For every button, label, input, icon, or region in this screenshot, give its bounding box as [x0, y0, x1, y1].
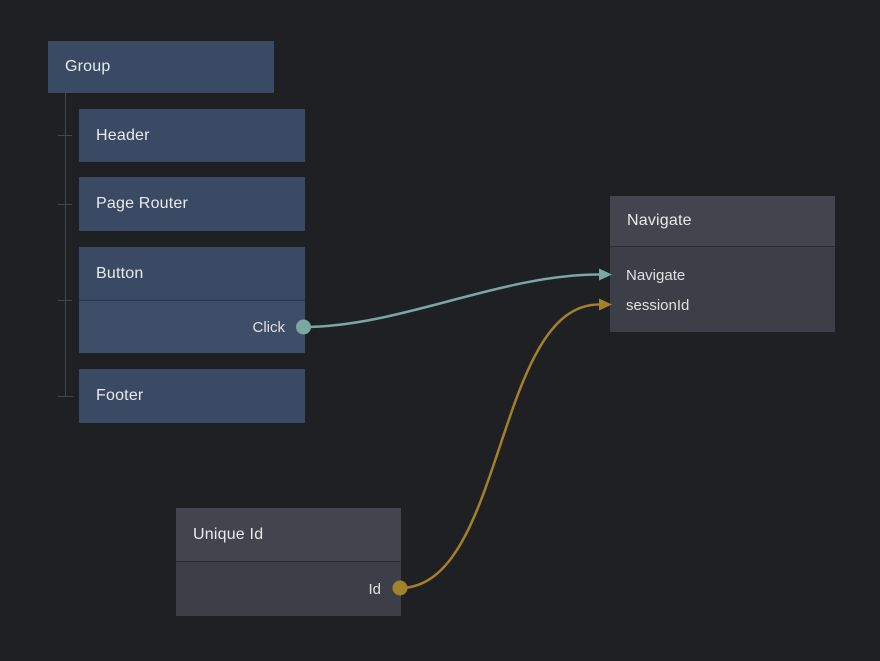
hierarchy-tree-line	[58, 93, 73, 397]
node-page-router[interactable]: Page Router	[79, 177, 305, 231]
node-page-router-title: Page Router	[96, 195, 189, 212]
connection-id-to-sessionid[interactable]	[399, 298, 612, 590]
output-port-click-label: Click	[252, 318, 286, 336]
input-port-sessionid-label: sessionId	[626, 296, 690, 314]
node-unique-id[interactable]: Unique Id Id	[176, 508, 401, 616]
input-port-navigate-label: Navigate	[626, 266, 686, 284]
output-port-id[interactable]: Id	[176, 562, 401, 616]
node-navigate[interactable]: Navigate Navigate sessionId	[610, 196, 835, 332]
node-unique-id-title: Unique Id	[193, 525, 264, 543]
node-button[interactable]: Button Click	[79, 247, 305, 353]
node-header[interactable]: Header	[79, 109, 305, 162]
node-group[interactable]: Group	[48, 41, 274, 93]
output-port-id-label: Id	[368, 580, 381, 598]
input-port-navigate[interactable]: Navigate	[610, 260, 835, 290]
node-button-ports: Click	[79, 300, 305, 353]
input-port-sessionid[interactable]: sessionId	[610, 290, 835, 320]
output-port-click[interactable]: Click	[79, 301, 305, 353]
node-header-title: Header	[96, 126, 150, 144]
connection-click-to-navigate[interactable]	[303, 268, 613, 329]
node-footer-title: Footer	[96, 387, 144, 404]
node-navigate-ports: Navigate sessionId	[610, 246, 835, 332]
node-button-title: Button	[96, 264, 144, 282]
node-navigate-title: Navigate	[627, 212, 692, 229]
node-unique-id-ports: Id	[176, 561, 401, 616]
node-footer[interactable]: Footer	[79, 369, 305, 423]
node-group-title: Group	[65, 58, 111, 75]
